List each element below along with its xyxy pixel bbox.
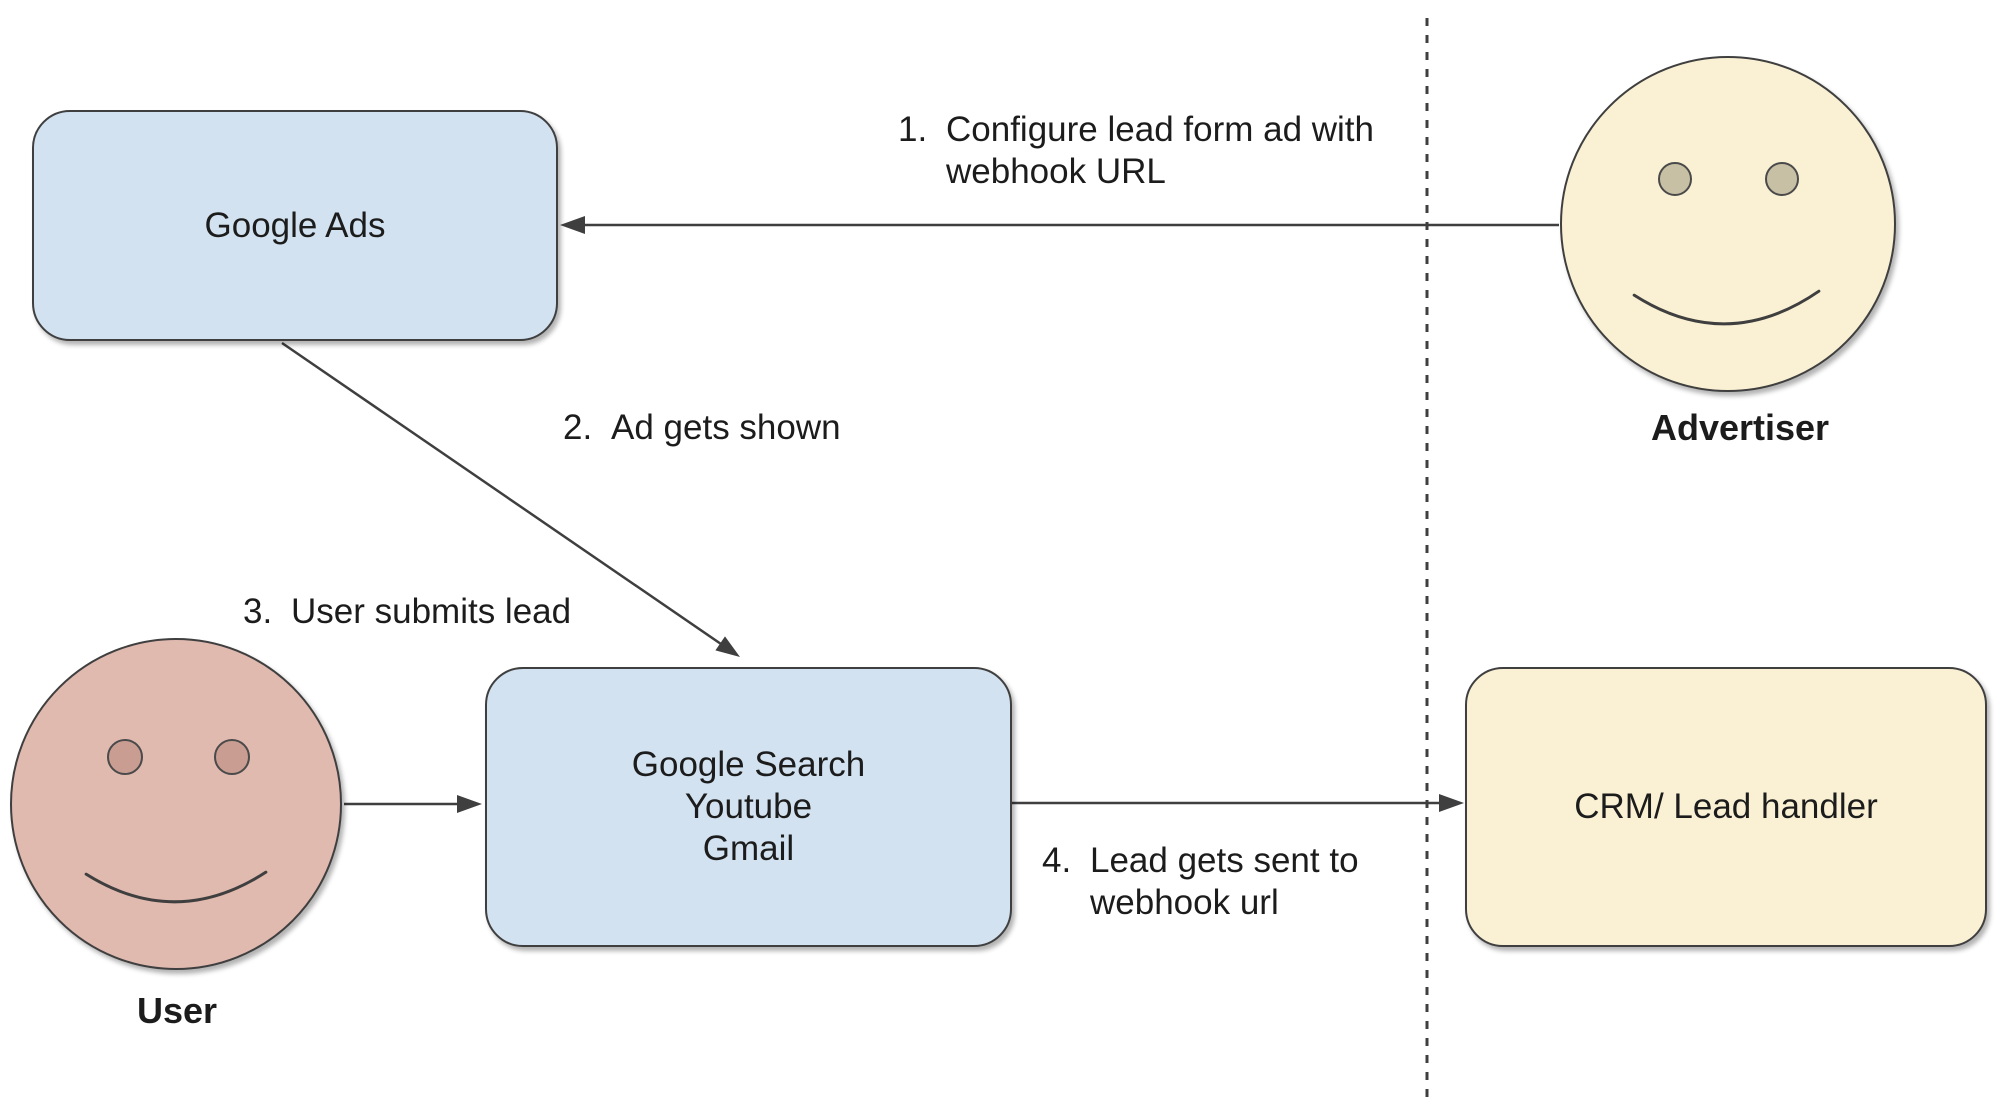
node-google-ads: Google Ads (32, 110, 558, 341)
step-2-number: 2. (563, 408, 593, 447)
step-2-annotation: 2. Ad gets shown (563, 407, 841, 449)
node-google-properties-label: Google Search Youtube Gmail (632, 744, 865, 870)
step-1-line-2: webhook URL (946, 152, 1166, 191)
node-crm: CRM/ Lead handler (1465, 667, 1987, 947)
arrow-1-head (560, 216, 585, 234)
step-4-annotation: 4. Lead gets sent to webhook url (1042, 840, 1359, 924)
step-1-number: 1. (898, 110, 928, 149)
google-properties-line-2: Youtube (684, 787, 813, 826)
advertiser-right-eye-icon (1765, 162, 1799, 196)
arrow-3-head (457, 795, 482, 813)
step-4-line-2: webhook url (1090, 883, 1279, 922)
step-3-line-1: User submits lead (291, 592, 572, 631)
node-google-properties: Google Search Youtube Gmail (485, 667, 1012, 947)
user-left-eye-icon (107, 739, 143, 775)
user-right-eye-icon (214, 739, 250, 775)
google-properties-line-1: Google Search (631, 745, 866, 784)
node-google-ads-label: Google Ads (204, 205, 386, 245)
arrow-2-head (715, 636, 740, 657)
step-4-number: 4. (1042, 841, 1072, 880)
user-smile-icon (84, 870, 268, 904)
arrow-4-head (1439, 794, 1464, 812)
advertiser-label: Advertiser (1650, 407, 1830, 448)
node-crm-label: CRM/ Lead handler (1574, 787, 1878, 826)
step-1-line-1: Configure lead form ad with (946, 110, 1374, 149)
advertiser-smile-icon (1632, 289, 1821, 326)
advertiser-face-icon (1560, 56, 1896, 392)
advertiser-left-eye-icon (1658, 162, 1692, 196)
step-4-line-1: Lead gets sent to (1090, 841, 1359, 880)
user-label: User (136, 990, 218, 1031)
google-properties-line-3: Gmail (702, 829, 795, 868)
arrow-2-line (281, 341, 722, 646)
user-face-icon (10, 638, 342, 970)
step-2-line-1: Ad gets shown (611, 408, 841, 447)
step-1-annotation: 1. Configure lead form ad with webhook U… (898, 109, 1374, 193)
step-3-number: 3. (243, 592, 273, 631)
step-3-annotation: 3. User submits lead (243, 591, 571, 633)
